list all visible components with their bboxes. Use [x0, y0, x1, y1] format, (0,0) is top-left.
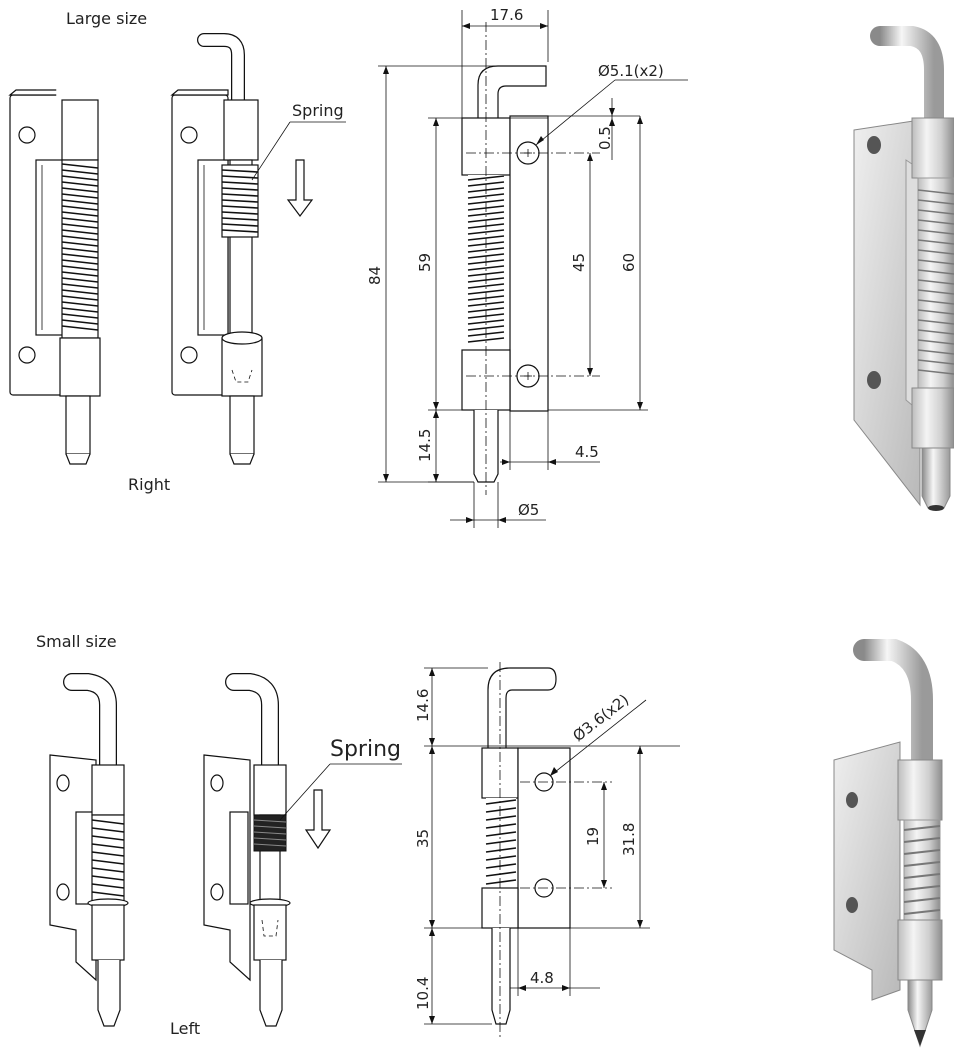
large-spring-1 [61, 159, 99, 339]
dim-59: 59 [416, 253, 434, 272]
small-hinge-exploded: Spring [203, 673, 402, 1027]
dim-17-6: 17.6 [490, 6, 523, 24]
large-hinge-render [853, 26, 954, 511]
down-arrow-icon-small [304, 789, 332, 850]
dim-hole-dia-large: Ø5.1(x2) [598, 62, 664, 80]
dim-pin-dia: Ø5 [518, 501, 539, 519]
large-orientation-label: Right [128, 475, 170, 494]
dim-0-5: 0.5 [596, 126, 614, 150]
large-hinge-exploded: Spring [170, 33, 346, 465]
dim-19: 19 [584, 827, 602, 846]
large-spring-label: Spring [292, 101, 344, 120]
dim-14-6: 14.6 [414, 689, 432, 722]
small-spring-2 [253, 814, 287, 852]
large-spring-2 [221, 164, 259, 238]
dim-4-8: 4.8 [530, 969, 554, 987]
small-size-title: Small size [36, 632, 117, 651]
large-hinge-assembled [8, 34, 101, 465]
small-hinge-assembled [49, 673, 129, 1027]
dim-45: 45 [570, 253, 588, 272]
dim-14-5: 14.5 [416, 429, 434, 462]
small-hinge-render [833, 639, 943, 1048]
dim-60: 60 [620, 253, 638, 272]
dim-84: 84 [366, 266, 384, 285]
large-size-title: Large size [66, 9, 147, 28]
dim-31-8: 31.8 [620, 823, 638, 856]
down-arrow-icon [286, 159, 314, 217]
small-orientation-label: Left [170, 1019, 200, 1038]
dim-10-4: 10.4 [414, 977, 432, 1010]
dim-35: 35 [414, 829, 432, 848]
large-tech-drawing: 17.6 Ø5.1(x2) 0.5 84 59 45 60 [366, 6, 688, 528]
small-tech-drawing: 14.6 Ø3.6(x2) 35 19 31.8 10.4 4.8 [414, 662, 680, 1040]
small-spring-label: Spring [330, 737, 401, 762]
small-spring-1 [91, 814, 125, 902]
dim-4-5: 4.5 [575, 443, 599, 461]
